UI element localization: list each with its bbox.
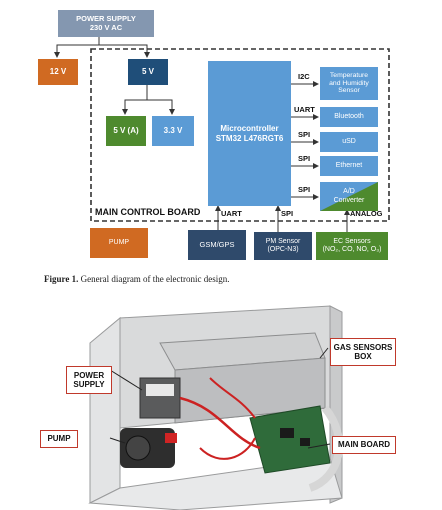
temp-humidity-sensor-box: Temperature and Humidity Sensor — [320, 67, 378, 100]
gas-sensors-box-callout: GAS SENSORS BOX — [330, 338, 396, 366]
bus-uart-bottom-label: UART — [221, 209, 242, 218]
5va-box: 5 V (A) — [106, 116, 146, 146]
ethernet-box: Ethernet — [320, 156, 378, 176]
bluetooth-box: Bluetooth — [320, 107, 378, 127]
figure-caption: Figure 1. General diagram of the electro… — [44, 274, 230, 284]
figure-caption-text: General diagram of the electronic design… — [78, 274, 230, 284]
pm-sensor-box: PM Sensor (OPC-N3) — [254, 232, 312, 260]
usd-box: uSD — [320, 132, 378, 152]
pump-callout: PUMP — [40, 430, 78, 448]
bus-spi-bottom-label: SPI — [281, 209, 294, 218]
gsm-gps-box: GSM/GPS — [188, 230, 246, 260]
5v-box: 5 V — [128, 59, 168, 85]
ec-sensors-box: EC Sensors (NO₂, CO, NO, O₃) — [316, 232, 388, 260]
bus-spi-label: SPI — [298, 185, 311, 194]
power-supply-box: POWER SUPPLY 230 V AC — [58, 10, 154, 37]
power-supply-callout: POWER SUPPLY — [66, 366, 112, 394]
main-board-label: MAIN CONTROL BOARD — [95, 207, 201, 217]
12v-box: 12 V — [38, 59, 78, 85]
bus-analog-label: ANALOG — [350, 209, 383, 218]
ad-converter-box: A/D Converter — [320, 182, 378, 211]
figure-caption-label: Figure 1. — [44, 274, 79, 284]
bus-uart-label: UART — [294, 105, 315, 114]
3v3-box: 3.3 V — [152, 116, 194, 146]
diagram-connectors — [54, 35, 390, 232]
microcontroller-box: Microcontroller STM32 L476RGT6 — [208, 61, 291, 206]
bus-spi-label: SPI — [298, 130, 311, 139]
pump-box: PUMP — [90, 228, 148, 258]
main-board-border — [90, 48, 390, 222]
main-board-callout: MAIN BOARD — [332, 436, 396, 454]
main-board-unit — [249, 405, 331, 474]
bus-spi-label: SPI — [298, 154, 311, 163]
bus-i2c-label: I2C — [298, 72, 310, 81]
device-photo — [88, 305, 344, 510]
